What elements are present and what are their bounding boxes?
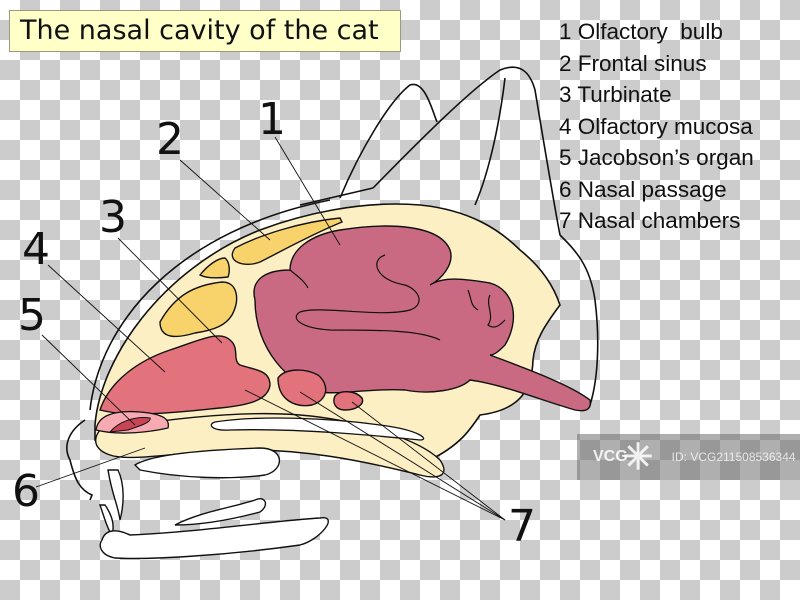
callout-3: 3 bbox=[99, 192, 127, 243]
legend-item-nasal-chambers: 7 Nasal chambers bbox=[559, 208, 741, 233]
frontal-sinus bbox=[159, 217, 343, 338]
olfactory-bulb-brain bbox=[253, 225, 592, 412]
legend-item-frontal-sinus: 2 Frontal sinus bbox=[559, 50, 707, 76]
callout-1: 1 bbox=[258, 94, 286, 145]
callout-6: 6 bbox=[12, 466, 40, 517]
legend-item-jacobsons-organ: 5 Jacobson’s organ bbox=[559, 145, 754, 170]
watermark-logo: VCG ✳ bbox=[593, 436, 654, 477]
watermark-id: ID: VCG211508536344 bbox=[671, 450, 796, 464]
leader-lines bbox=[35, 136, 506, 521]
diagram-title: The nasal cavity of the cat bbox=[9, 10, 401, 52]
watermark: VCG ✳ ID: VCG211508536344 bbox=[577, 434, 800, 480]
legend-item-nasal-passage: 6 Nasal passage bbox=[559, 176, 727, 202]
legend-item-olfactory-bulb: 1 Olfactory bulb bbox=[559, 19, 723, 44]
callout-2: 2 bbox=[156, 114, 184, 165]
callout-7: 7 bbox=[508, 501, 536, 552]
legend: 1 Olfactory bulb 2 Frontal sinus 3 Turbi… bbox=[559, 16, 754, 237]
legend-item-olfactory-mucosa: 4 Olfactory mucosa bbox=[559, 113, 753, 139]
teeth-jaw bbox=[99, 447, 329, 560]
callout-5: 5 bbox=[18, 290, 46, 341]
legend-item-turbinate: 3 Turbinate bbox=[559, 82, 672, 107]
callout-4: 4 bbox=[22, 224, 50, 275]
head-outline bbox=[66, 66, 599, 501]
watermark-star-icon: ✳ bbox=[623, 436, 654, 477]
nasal-chamber-mid bbox=[277, 369, 327, 407]
olfactory-mucosa bbox=[99, 335, 271, 415]
